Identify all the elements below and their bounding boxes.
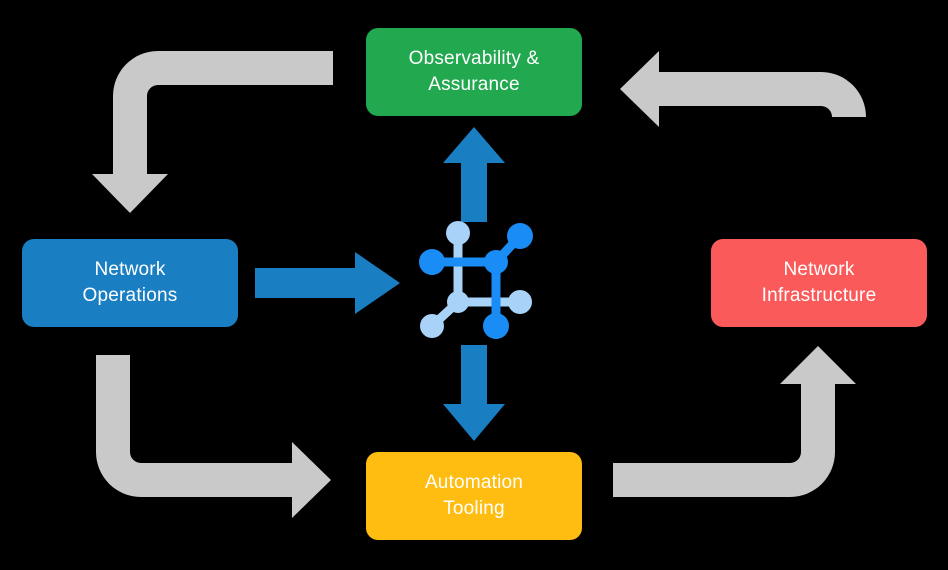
arrow-observability-to-operations	[92, 51, 333, 213]
node-box-network-infrastructure[interactable]: Network Infrastructure	[711, 239, 927, 327]
arrow-hub-to-automation	[443, 345, 505, 441]
network-topology-icon	[419, 221, 533, 339]
node-label-network-infrastructure-line1: Network	[783, 259, 855, 281]
node-label-network-operations-line1: Network	[94, 259, 166, 281]
node-label-observability-line2: Assurance	[428, 74, 520, 95]
node-label-observability-line1: Observability &	[408, 48, 540, 70]
node-box-automation-tooling[interactable]: Automation Tooling	[366, 452, 582, 540]
node-label-automation-tooling-line2: Tooling	[443, 498, 505, 519]
arrow-automation-to-infrastructure	[613, 346, 856, 497]
arrow-infrastructure-to-observability	[620, 51, 866, 222]
node-label-automation-tooling-line1: Automation	[424, 472, 524, 494]
node-label-network-operations-line2: Operations	[82, 285, 178, 306]
node-box-observability[interactable]: Observability & Assurance	[366, 28, 582, 116]
node-label-network-infrastructure-line2: Infrastructure	[761, 285, 877, 306]
arrow-operations-to-hub	[255, 252, 400, 314]
arrow-hub-to-observability	[443, 127, 505, 222]
node-box-network-operations[interactable]: Network Operations	[22, 239, 238, 327]
arrow-operations-to-automation	[96, 355, 331, 518]
